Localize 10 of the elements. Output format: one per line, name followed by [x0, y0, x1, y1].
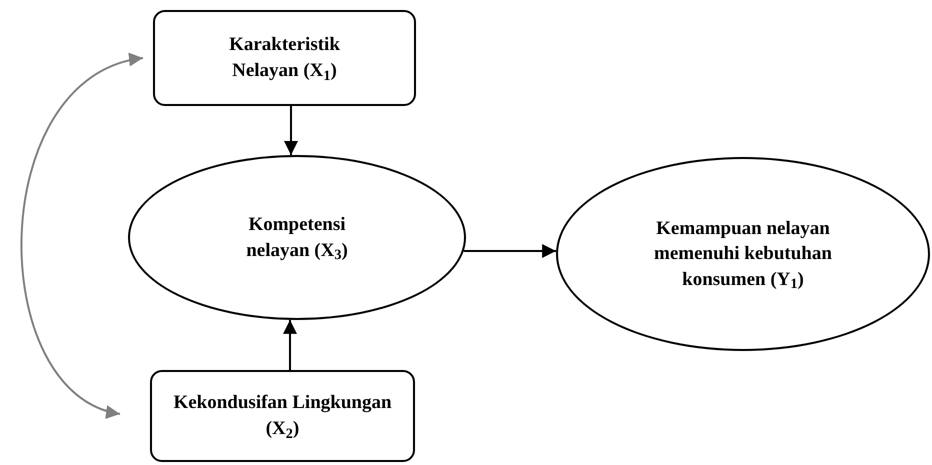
node-label: Kekondusifan Lingkungan (X$_{2}$): [172, 391, 393, 442]
node-label: Kemampuan nelayan memenuhi kebutuhan konsumen (Y$_{1}$): [653, 216, 833, 292]
arrow: [283, 320, 297, 370]
arrow: [284, 106, 298, 156]
node-label: Kompetensi nelayan (X$_{3}$): [245, 212, 349, 264]
arrow: [464, 244, 556, 258]
variable-box: [150, 370, 415, 462]
variable-box: [153, 10, 416, 106]
node-label: Karakteristik Nelayan (X$_{1}$): [228, 33, 341, 84]
arrow: [20, 55, 144, 416]
